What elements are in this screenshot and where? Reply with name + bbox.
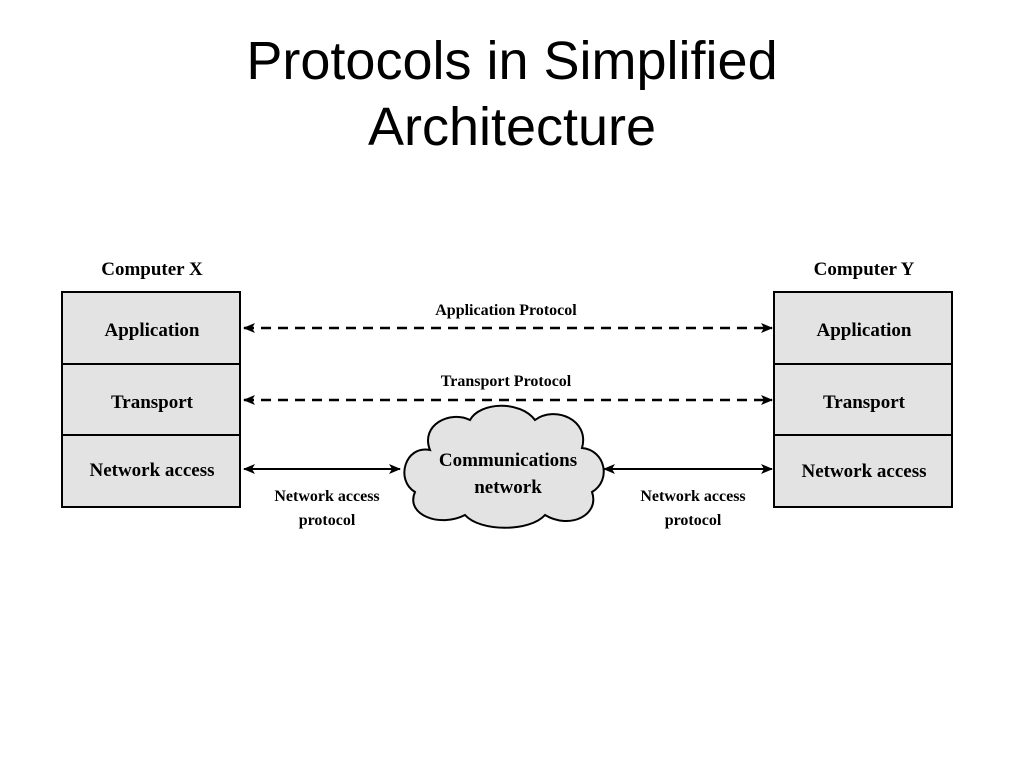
network-access-protocol-right-line2: protocol (665, 512, 722, 529)
application-protocol-label: Application Protocol (435, 302, 577, 319)
computer-y-network-access-box (773, 434, 953, 508)
computer-y-stack: Application Transport Network access (773, 291, 953, 508)
computer-y-application-box (773, 291, 953, 365)
computer-x-application-label: Application (104, 320, 199, 341)
computer-x-transport-box (61, 363, 241, 436)
computer-x-stack: Application Transport Network access (61, 291, 241, 508)
computer-y-network-access-label: Network access (801, 461, 926, 482)
cloud-label-line2: network (474, 477, 542, 498)
cloud-label-line1: Communications (439, 450, 577, 471)
computer-y-application-label: Application (816, 320, 911, 341)
slide-title-line2: Architecture (367, 97, 657, 157)
slide-title: Protocols in Simplified Architecture (0, 28, 1024, 160)
computer-y-label: Computer Y (814, 259, 915, 280)
computer-x-label: Computer X (101, 259, 203, 280)
network-access-protocol-right-line1: Network access (640, 488, 745, 505)
communications-network-cloud-shape (403, 404, 605, 529)
transport-protocol-label: Transport Protocol (441, 373, 572, 390)
computer-y-transport-label: Transport (823, 392, 906, 413)
computer-x-transport-label: Transport (111, 392, 194, 413)
network-access-protocol-left-line2: protocol (299, 512, 356, 529)
slide-title-line1: Protocols in Simplified (246, 31, 778, 91)
network-access-protocol-left-line1: Network access (274, 488, 379, 505)
computer-y-transport-box (773, 363, 953, 436)
computer-x-network-access-box (61, 434, 241, 508)
computer-x-network-access-label: Network access (89, 460, 214, 481)
